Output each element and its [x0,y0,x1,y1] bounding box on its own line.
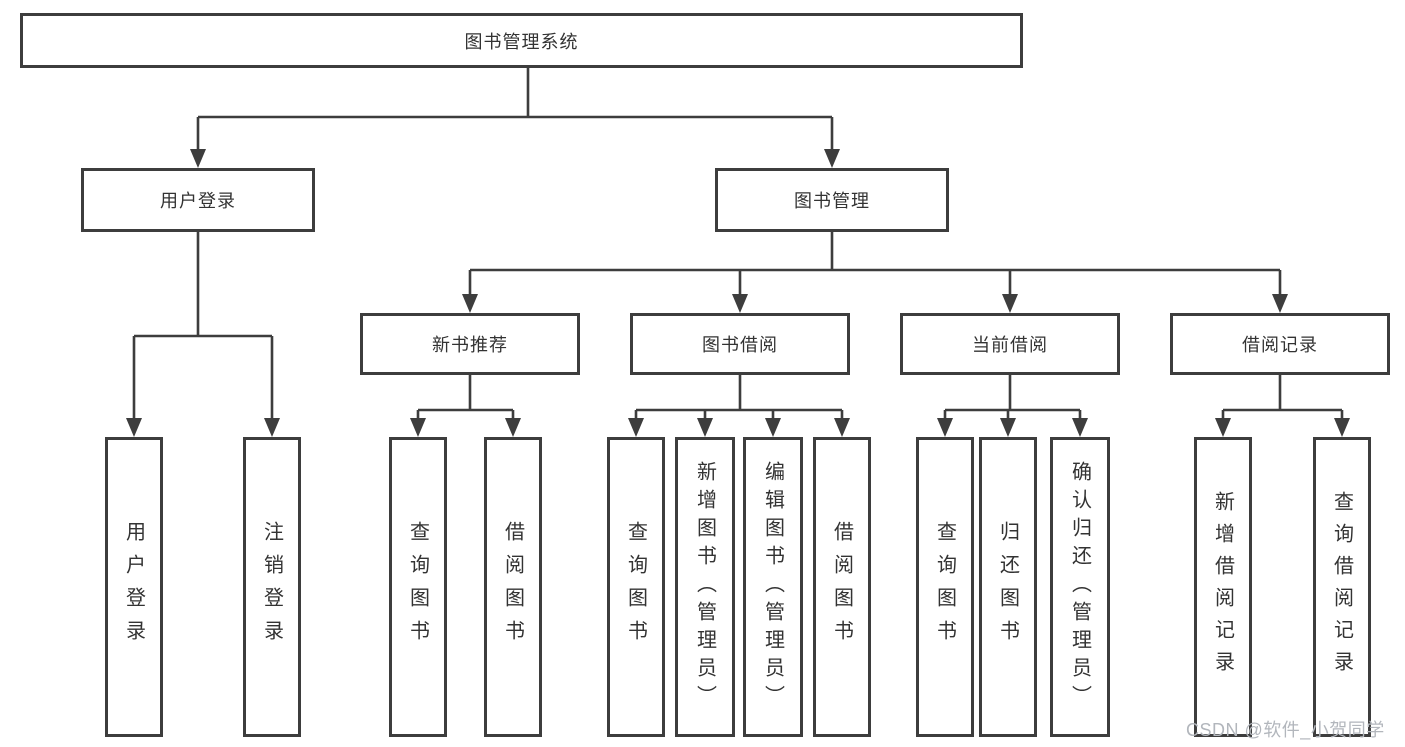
node-new-book-recommend: 新书推荐 [360,313,580,375]
node-borrow-records: 借阅记录 [1170,313,1390,375]
connector-current-borrow-children [937,375,1088,437]
leaf-return-books: 归还图书 [979,437,1037,737]
leaf-query-books-recommend: 查询图书 [389,437,447,737]
leaf-user-login-label: 用户登录 [122,521,145,653]
node-current-borrowing: 当前借阅 [900,313,1120,375]
leaf-query-books-current-label: 查询图书 [933,521,956,653]
leaf-logout-label: 注销登录 [260,521,283,653]
leaf-query-books-current: 查询图书 [916,437,974,737]
node-book-management: 图书管理 [715,168,949,232]
leaf-add-borrow-record: 新增借阅记录 [1194,437,1252,737]
leaf-edit-books-admin-label: 编辑图书（管理员） [761,461,784,713]
leaf-logout: 注销登录 [243,437,301,737]
connector-book-mgmt-to-level3 [462,232,1288,313]
leaf-user-login: 用户登录 [105,437,163,737]
leaf-query-borrow-record-label: 查询借阅记录 [1330,491,1353,683]
leaf-query-books-recommend-label: 查询图书 [406,521,429,653]
connector-new-book-children [410,375,521,437]
leaf-query-books-borrow-label: 查询图书 [624,521,647,653]
connector-root-to-level2 [190,68,840,168]
node-user-login: 用户登录 [81,168,315,232]
connector-borrow-records-children [1215,375,1350,437]
leaf-confirm-return-admin: 确认归还（管理员） [1050,437,1110,737]
leaf-confirm-return-admin-label: 确认归还（管理员） [1068,461,1091,713]
leaf-query-borrow-record: 查询借阅记录 [1313,437,1371,737]
connector-user-login-children [126,232,280,437]
leaf-borrow-books-recommend-label: 借阅图书 [501,521,524,653]
leaf-add-books-admin-label: 新增图书（管理员） [693,461,716,713]
node-book-borrowing: 图书借阅 [630,313,850,375]
csdn-watermark: CSDN @软件_小贺同学 [1186,720,1385,740]
leaf-return-books-label: 归还图书 [996,521,1019,653]
leaf-add-books-admin: 新增图书（管理员） [675,437,735,737]
leaf-borrow-books: 借阅图书 [813,437,871,737]
leaf-borrow-books-label: 借阅图书 [830,521,853,653]
node-library-system: 图书管理系统 [20,13,1023,68]
leaf-edit-books-admin: 编辑图书（管理员） [743,437,803,737]
leaf-query-books-borrow: 查询图书 [607,437,665,737]
leaf-add-borrow-record-label: 新增借阅记录 [1211,491,1234,683]
connector-book-borrow-children [628,375,850,437]
leaf-borrow-books-recommend: 借阅图书 [484,437,542,737]
